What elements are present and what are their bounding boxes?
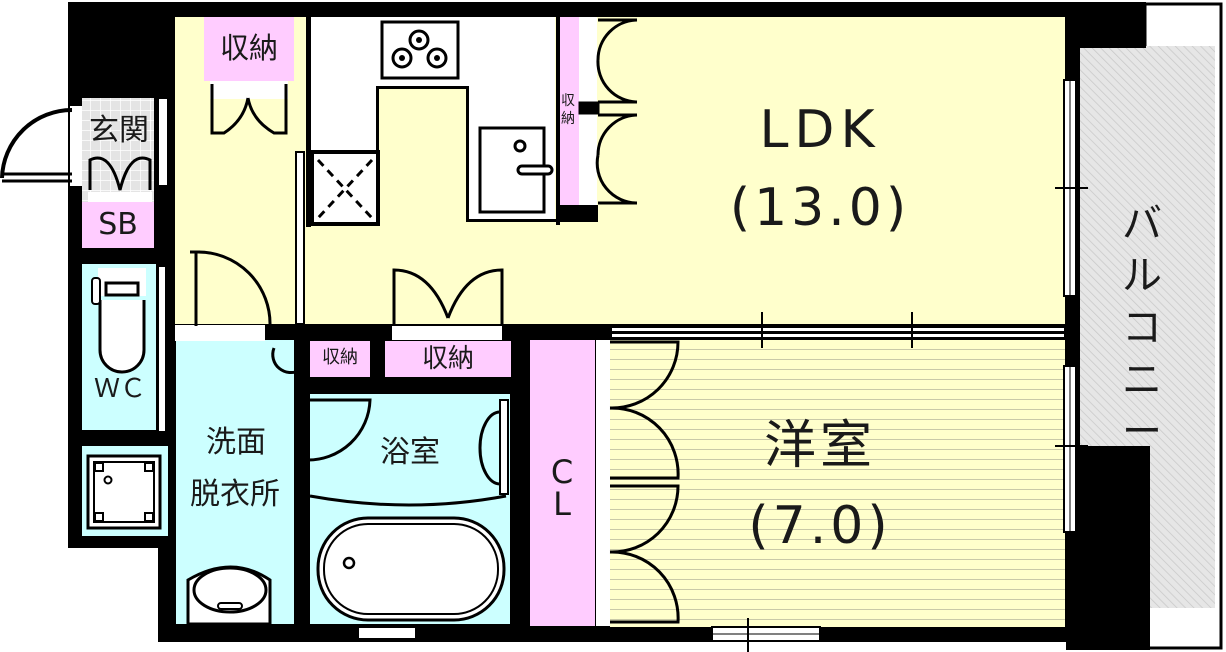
top-storage (204, 17, 294, 81)
front-door-icon (0, 108, 73, 183)
balcony-label: バルコニー (1122, 201, 1162, 455)
small-storage-door-icon (271, 347, 301, 375)
top-storage-label: 収納 (219, 31, 278, 65)
kitchen-storage-label-line1: 収 (561, 93, 575, 109)
closet (530, 340, 595, 626)
shoebox-label: SB (98, 207, 138, 242)
middle-storage (385, 341, 511, 377)
washroom-label-line1: 洗面 (206, 425, 266, 460)
small-storage-label: 収納 (322, 347, 358, 368)
washroom-label-line2: 脱衣所 (190, 477, 280, 512)
bedroom-floor (610, 340, 1065, 627)
top-storage-doors-icon (210, 84, 288, 135)
ldk-label: LDK (759, 100, 881, 160)
bedroom-size: (7.0) (748, 496, 892, 556)
bathroom-door-icon (305, 398, 372, 462)
toilet-label: ＷＣ (93, 374, 146, 404)
bedroom-bottom-window (711, 618, 821, 652)
kitchen (306, 17, 558, 227)
closet-label-line1: C (550, 453, 574, 491)
sliding-partition (610, 312, 1065, 348)
washroom-door-icon (190, 250, 272, 327)
middle-storage-label: 収納 (421, 344, 474, 374)
entrance-label: 玄関 (89, 113, 149, 148)
wash-basin-icon (186, 565, 272, 626)
bathroom-window (357, 626, 417, 640)
bedroom-window (1055, 365, 1088, 533)
closet-label-line2: L (553, 485, 571, 523)
toilet-icon (91, 268, 146, 374)
sink-icon (478, 126, 554, 214)
closet-doors-icon (609, 340, 680, 624)
small-storage (310, 341, 370, 377)
kitchen-storage-doors-icon (578, 18, 638, 205)
washing-machine-space-icon (86, 454, 162, 530)
shoebox-doors-icon (88, 156, 152, 191)
kitchen-storage (557, 17, 579, 207)
ldk-window (1055, 79, 1088, 297)
refrigerator-space-icon (310, 150, 380, 226)
middle-storage-doors-icon (392, 268, 504, 326)
bathtub-icon (316, 516, 506, 622)
kitchen-storage-label-line2: 納 (561, 111, 575, 127)
bedroom-label: 洋室 (763, 416, 876, 476)
stove-icon (380, 20, 460, 80)
ldk-size: (13.0) (729, 178, 911, 238)
shoe-box (82, 202, 154, 248)
bathroom-label: 浴室 (380, 435, 440, 470)
